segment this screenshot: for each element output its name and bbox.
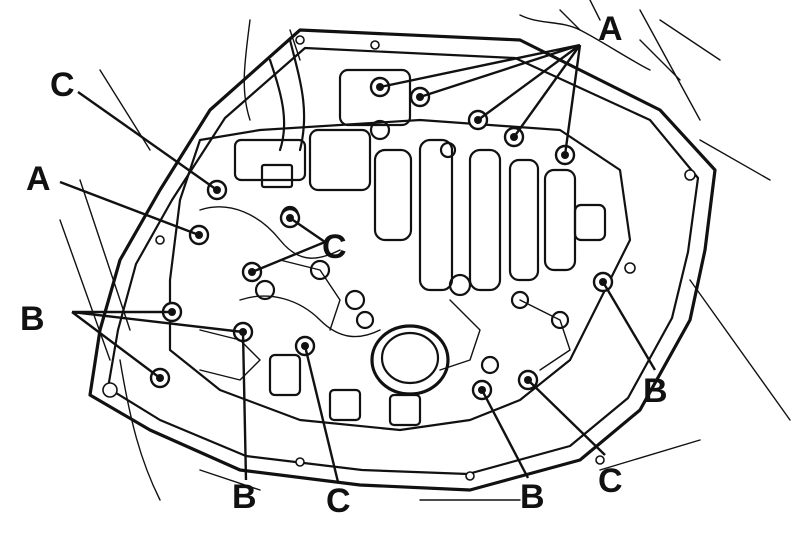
- label-c-mid: C: [322, 228, 347, 266]
- valve-body-detail: [168, 38, 632, 432]
- label-b-bottom-left: B: [232, 478, 257, 516]
- label-c-top-left: C: [50, 66, 75, 104]
- label-b-bottom-right: B: [520, 478, 545, 516]
- bolt-a-5: [554, 144, 576, 166]
- bolt-b-4: [592, 271, 614, 293]
- background-lines: [59, 0, 791, 501]
- leader-lines: [59, 43, 657, 483]
- label-a-left: A: [26, 160, 51, 198]
- label-b-right: B: [643, 372, 668, 410]
- label-c-bottom: C: [326, 482, 351, 520]
- label-c-bottom-right: C: [598, 462, 623, 500]
- label-b-left: B: [20, 300, 45, 338]
- case-outline: [88, 28, 717, 492]
- label-a-top: A: [598, 10, 623, 48]
